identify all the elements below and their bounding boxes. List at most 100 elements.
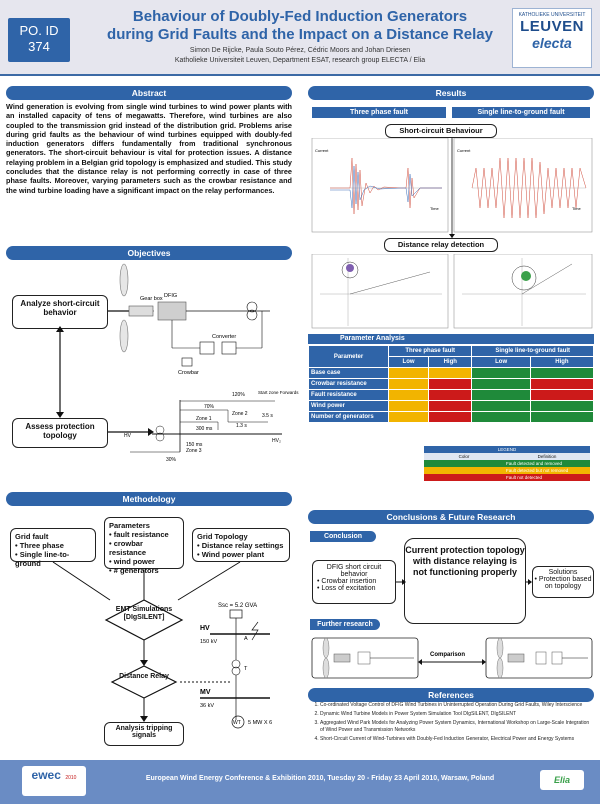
references-list: Co-ordinated Voltage Control of DFIG Win… xyxy=(310,702,594,745)
parameter-row: Base case xyxy=(308,367,595,379)
title-line-1: Behaviour of Doubly-Fed Induction Genera… xyxy=(132,8,468,25)
ewec-logo: ewec 2010 xyxy=(22,766,86,796)
further-research-subhead: Further research xyxy=(310,619,380,630)
source-box xyxy=(229,609,243,619)
fault-lightning xyxy=(251,621,259,641)
dfig-shape xyxy=(157,301,187,321)
dfig-behavior-box: DFIG short circuit behavior • Crowbar in… xyxy=(312,560,396,604)
col-single-line: Single line-to-ground fault xyxy=(471,345,594,357)
label-start: Start zone Forwards xyxy=(258,390,299,395)
solutions-title: Solutions xyxy=(548,569,578,576)
conclusion-arrows xyxy=(396,579,532,585)
emt-label: EMT Simulations [DIgSILENT] xyxy=(115,606,173,621)
conclusions-heading: Conclusions & Future Research xyxy=(308,510,594,524)
distance-relay-title: Distance relay detection xyxy=(384,238,498,252)
ewec-logo-text: ewec xyxy=(31,768,61,782)
converter-rotor xyxy=(199,341,215,355)
dfig-item-2: • Loss of excitation xyxy=(317,585,376,592)
reference-item: Dynamic Wind Turbine Models in Power Sys… xyxy=(320,711,594,718)
solutions-item-1: • Protection based on topology xyxy=(534,576,592,590)
parameter-name: Number of generators xyxy=(308,411,389,423)
further-research-diagram: Comparison xyxy=(311,637,593,679)
legend-color-head: Color xyxy=(458,454,470,459)
result-cell xyxy=(471,411,531,423)
result-cell xyxy=(428,400,473,412)
rx-plot-three-phase xyxy=(311,254,449,329)
legend-definition: Fault detected but not removed xyxy=(504,467,590,474)
results-heading: Results xyxy=(308,86,594,100)
legend-row: Fault not detected xyxy=(424,474,590,481)
axis-current-left: Current xyxy=(315,148,329,153)
label-35s: 3.5 s xyxy=(262,413,273,419)
label-70: 70% xyxy=(204,404,215,410)
legend-swatch xyxy=(424,467,504,474)
grid-fault-item-1: • Three phase xyxy=(15,541,64,550)
result-cell xyxy=(529,367,595,379)
result-cell xyxy=(471,367,531,379)
axis-current-right: Current xyxy=(457,148,471,153)
dfig-label: DFIG xyxy=(164,293,177,299)
arrow-head-right-2 xyxy=(148,428,154,436)
parameters-item-4: • # generators xyxy=(109,566,159,575)
parameters-item-2: • crowbar resistance xyxy=(109,539,147,557)
relay-diamond xyxy=(110,665,178,699)
result-cell xyxy=(529,378,595,390)
legend-definition: Fault not detected xyxy=(504,474,590,481)
parameters-item-1: • fault resistance xyxy=(109,530,169,539)
label-zone3: Zone 3 xyxy=(186,448,202,454)
parameter-name: Crowbar resistance xyxy=(308,378,389,390)
grid-topology-title: Grid Topology xyxy=(197,532,248,541)
abstract-text: Wind generation is evolving from single … xyxy=(6,102,292,195)
label-30: 30% xyxy=(166,457,177,463)
methodology-diagram: Ssc = 5.2 GVA HV 150 kV MV 36 kV A T WT … xyxy=(52,561,272,729)
result-cell xyxy=(387,389,430,401)
label-13s: 1.3 s xyxy=(236,423,247,429)
logo-big-text: LEUVEN xyxy=(520,18,584,35)
feeder-transformer-1 xyxy=(155,425,165,435)
parameter-name: Fault resistance xyxy=(308,389,389,401)
authors-block: Simon De Rijcke, Paula Souto Pérez, Cédr… xyxy=(90,46,510,66)
transformer-t-label: T xyxy=(244,666,248,672)
result-cell xyxy=(471,389,531,401)
grid-topology-item-2: • Wind power plant xyxy=(197,550,265,559)
arrow-head-down xyxy=(56,412,64,418)
legend-title: LEGEND xyxy=(497,447,517,452)
label-120: 120% xyxy=(232,392,245,398)
result-cell xyxy=(387,400,430,412)
blade-bottom xyxy=(119,319,129,353)
hv-label: HV xyxy=(200,625,210,632)
axis-time-left: Time xyxy=(430,206,440,211)
methodology-heading: Methodology xyxy=(6,492,292,506)
gearbox-label: Gear box xyxy=(140,296,163,302)
conclusion-subhead: Conclusion xyxy=(310,531,376,542)
parameter-row: Crowbar resistance xyxy=(308,378,595,390)
header-banner xyxy=(0,0,600,76)
col-three-low: Low xyxy=(387,356,430,368)
feeder-transformer-2 xyxy=(155,432,165,442)
parameters-item-3: • wind power xyxy=(109,557,155,566)
legend-row: Fault detected but not removed xyxy=(424,467,590,474)
result-cell xyxy=(428,367,473,379)
abstract-heading: Abstract xyxy=(6,86,292,100)
parameter-analysis-heading: Parameter Analysis xyxy=(308,334,594,344)
analysis-box: Analysis tripping signals xyxy=(104,722,184,746)
label-hv: HV xyxy=(124,433,132,439)
result-cell xyxy=(428,378,473,390)
result-cell xyxy=(387,411,430,423)
parameter-row: Number of generators xyxy=(308,411,595,423)
transformer-circle-2 xyxy=(246,309,258,321)
logo-top-text: KATHOLIEKE UNIVERSITEIT xyxy=(518,12,586,18)
parameters-box: Parameters • fault resistance • crowbar … xyxy=(104,517,184,575)
mv-kv-label: 36 kV xyxy=(200,703,214,709)
analyze-box: Analyze short-circuit behavior xyxy=(12,295,108,329)
legend-row: Fault detected and removed xyxy=(424,460,590,467)
grid-fault-title: Grid fault xyxy=(15,532,49,541)
legend-swatch xyxy=(424,474,504,481)
plot-single-line xyxy=(453,138,593,233)
mv-label: MV xyxy=(200,689,211,696)
legend-definition: Fault detected and removed xyxy=(504,460,590,467)
parameter-table: Parameter Three phase fault Single line-… xyxy=(308,345,595,423)
wt-circle xyxy=(231,715,245,729)
crowbar-label: Crowbar xyxy=(178,370,199,376)
result-cell xyxy=(529,411,595,423)
